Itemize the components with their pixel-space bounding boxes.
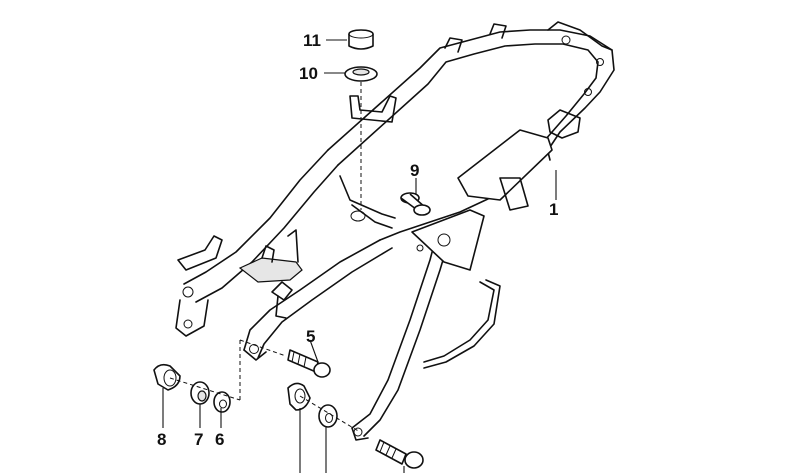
callout-10: 10: [299, 64, 318, 83]
callout-labels: 1 5 6 7 8 9 10 11: [157, 31, 558, 449]
callout-1: 1: [549, 200, 558, 219]
nut-lower[interactable]: [287, 382, 311, 411]
bolt-lower[interactable]: [375, 439, 424, 469]
rubber-cap[interactable]: [348, 29, 374, 50]
rubber-grommet[interactable]: [344, 66, 378, 82]
rear-frame[interactable]: [175, 21, 615, 441]
washer-part-7[interactable]: [190, 381, 210, 405]
washer-lower[interactable]: [318, 404, 338, 428]
rubber-bush[interactable]: [400, 192, 431, 216]
bolt-upper[interactable]: [239, 339, 331, 400]
callout-5: 5: [306, 327, 315, 346]
callout-11: 11: [303, 31, 321, 50]
nut-part-8[interactable]: [153, 363, 181, 391]
washer-part-6[interactable]: [213, 391, 231, 413]
callout-8: 8: [157, 430, 166, 449]
callout-7: 7: [194, 430, 203, 449]
callout-6: 6: [215, 430, 224, 449]
callout-9: 9: [410, 161, 419, 180]
leader-lines: [162, 39, 557, 473]
